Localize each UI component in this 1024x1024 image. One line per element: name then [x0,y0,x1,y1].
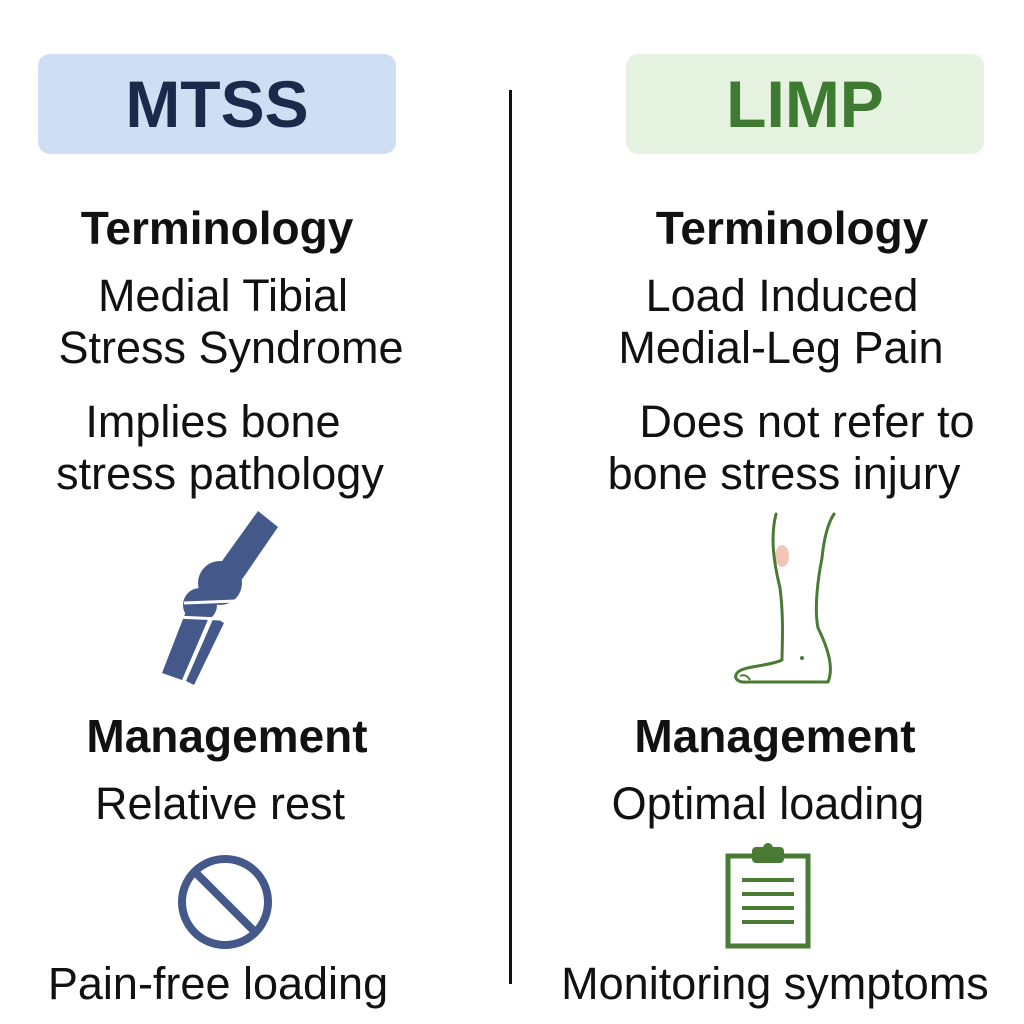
limp-implication-line2: bone stress injury [607,448,961,499]
mtss-title: MTSS [125,67,309,141]
mtss-management-heading: Management [86,710,368,762]
mtss-terminology-line2: Stress Syndrome [58,322,404,373]
limp-terminology-line2: Medial-Leg Pain [618,322,944,373]
column-divider [509,90,512,984]
limp-terminology-line1: Load Induced [645,270,919,321]
limp-management-text: Optimal loading [611,778,925,829]
limp-footer-text: Monitoring symptoms [561,958,989,1009]
clipboard-icon [725,843,811,949]
limp-terminology-heading: Terminology [655,202,929,254]
mtss-terminology-line1: Medial Tibial [97,270,349,321]
limp-implication-line1: Does not refer to [639,396,975,447]
mtss-implication-line2: stress pathology [56,448,384,499]
mtss-header: MTSS [38,54,396,154]
mtss-implication-line1: Implies bone [85,396,341,447]
knee-bone-icon [162,511,278,685]
leg-outline-icon [734,512,836,684]
limp-management-heading: Management [634,710,916,762]
limp-header: LIMP [626,54,984,154]
mtss-terminology-heading: Terminology [80,202,354,254]
mtss-management-text: Relative rest [94,778,346,829]
prohibited-icon [178,855,272,949]
mtss-footer-text: Pain-free loading [47,958,389,1009]
limp-title: LIMP [726,67,884,141]
